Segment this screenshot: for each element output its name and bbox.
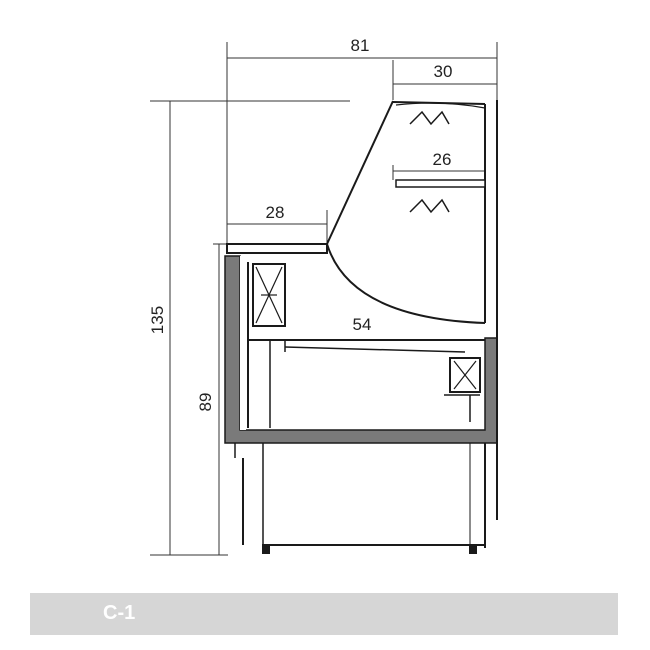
glass-curve xyxy=(326,243,486,324)
dim-overall-width: 81 xyxy=(351,36,370,55)
display-case-body xyxy=(224,100,498,554)
caption-bar: C-1 xyxy=(30,593,618,635)
light-upper xyxy=(409,110,450,126)
dim-lower-shelf: 26 xyxy=(433,150,452,169)
dim-worktop: 28 xyxy=(266,203,285,222)
worktop xyxy=(226,243,328,254)
section-drawing: 81 30 26 28 54 135 89 xyxy=(148,36,498,556)
dim-counter-height: 89 xyxy=(196,393,215,412)
dimension-lines xyxy=(150,42,498,556)
dim-top-shelf: 30 xyxy=(434,62,453,81)
light-lower xyxy=(409,198,450,214)
dim-base: 54 xyxy=(353,315,372,334)
front-glass xyxy=(326,100,394,245)
dim-overall-height: 135 xyxy=(148,306,167,334)
lower-shelf xyxy=(395,179,486,188)
model-label: C-1 xyxy=(103,602,136,624)
